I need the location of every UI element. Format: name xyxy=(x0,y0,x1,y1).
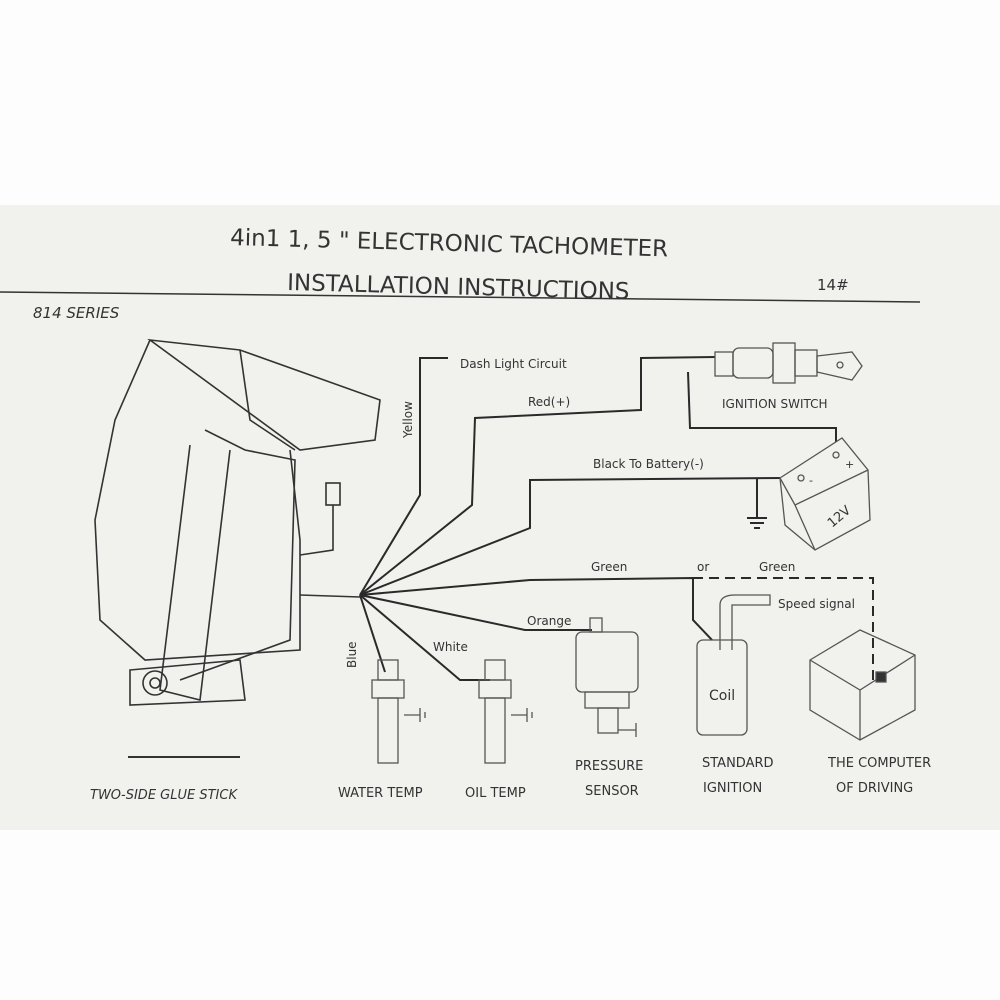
water-temp-sensor-icon xyxy=(371,659,426,764)
pressure-caption-1: PRESSURE xyxy=(575,759,643,774)
green-alt-label: Green xyxy=(759,560,795,574)
ground-icon xyxy=(747,478,767,529)
white-label: White xyxy=(433,640,468,654)
pressure-caption-2: SENSOR xyxy=(585,784,639,799)
red-label: Red(+) xyxy=(528,395,570,409)
orange-wire xyxy=(359,594,592,631)
pressure-sensor-icon xyxy=(575,617,639,737)
tachometer-gauge xyxy=(94,338,381,706)
oil-temp-sensor-icon xyxy=(478,659,533,764)
page-number: 14# xyxy=(817,276,849,294)
yellow-label: Yellow xyxy=(401,401,415,439)
series-label: 814 SERIES xyxy=(33,304,120,322)
battery-icon xyxy=(779,437,871,551)
blue-label: Blue xyxy=(345,641,359,668)
battery-plus: + xyxy=(845,458,854,471)
header-rule xyxy=(0,291,921,303)
computer-caption-2: OF DRIVING xyxy=(836,781,913,796)
blue-wire xyxy=(359,594,386,673)
orange-label: Orange xyxy=(527,614,571,628)
computer-caption-1: THE COMPUTER xyxy=(827,756,931,771)
coil-label: Coil xyxy=(709,688,735,704)
driving-computer-icon xyxy=(809,629,916,741)
black-label: Black To Battery(-) xyxy=(593,457,704,471)
standard-ignition-caption-1: STANDARD xyxy=(702,756,774,771)
red-wire xyxy=(359,356,716,596)
ignition-switch-icon xyxy=(714,342,863,384)
or-label: or xyxy=(697,560,709,574)
ignition-coil-icon xyxy=(696,594,771,736)
black-wire xyxy=(359,477,786,596)
speed-signal-label: Speed signal xyxy=(778,597,855,611)
standard-ignition-caption-2: IGNITION xyxy=(703,781,762,796)
green-label: Green xyxy=(591,560,627,574)
ignition-switch-label: IGNITION SWITCH xyxy=(722,397,828,411)
glue-stick-caption: TWO-SIDE GLUE STICK xyxy=(90,788,238,803)
oil-temp-caption: OIL TEMP xyxy=(465,786,526,801)
yellow-wire xyxy=(359,357,448,596)
green-dashed-wire xyxy=(693,577,874,680)
water-temp-caption: WATER TEMP xyxy=(338,786,423,801)
battery-minus: - xyxy=(809,474,813,487)
dash-light-label: Dash Light Circuit xyxy=(460,357,567,371)
